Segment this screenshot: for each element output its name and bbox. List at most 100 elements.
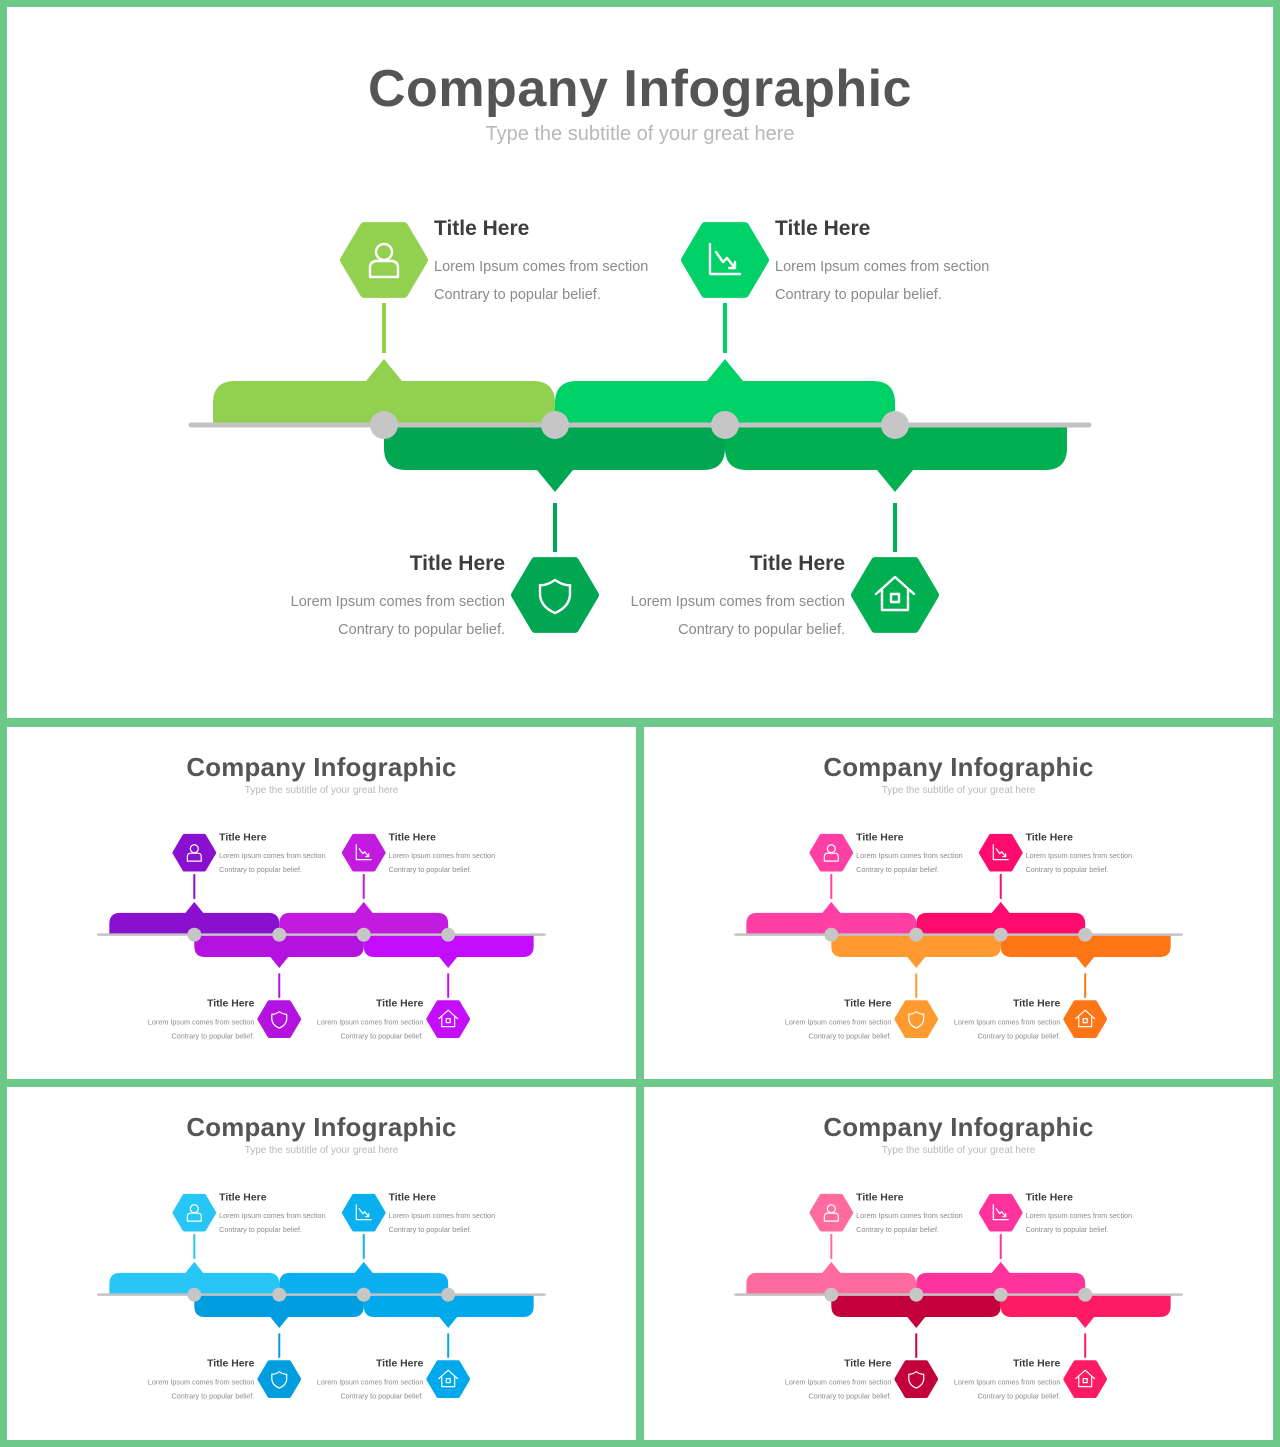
segment-1 — [213, 359, 555, 425]
timeline-node-1 — [187, 927, 202, 942]
home-icon — [426, 1360, 471, 1398]
timeline-node-3 — [993, 927, 1008, 942]
segment-2 — [916, 1261, 1086, 1295]
item-desc-line1: Lorem Ipsum comes from section — [856, 852, 963, 861]
shield-icon — [257, 1000, 302, 1038]
home-icon — [426, 1000, 471, 1038]
user-icon — [809, 833, 854, 872]
segment-4 — [1000, 1294, 1171, 1328]
item-desc-line2: Contrary to popular belief. — [977, 1392, 1061, 1401]
item-desc-line1: Lorem Ipsum comes from section — [316, 1378, 424, 1387]
item-desc-line2: Contrary to popular belief. — [219, 866, 303, 875]
item-desc-line1: Lorem Ipsum comes from section — [290, 594, 505, 610]
item-desc-line2: Contrary to popular belief. — [338, 622, 505, 638]
item-title: Title Here — [219, 1191, 267, 1203]
slide-title: Company Infographic — [823, 753, 1094, 783]
timeline-node-1 — [187, 1287, 202, 1302]
timeline-diagram — [188, 222, 1092, 633]
home-icon — [1063, 1360, 1108, 1398]
segment-1 — [109, 901, 280, 935]
segment-4 — [363, 1294, 534, 1328]
item-title: Title Here — [434, 217, 530, 240]
item-desc-line2: Contrary to popular belief. — [977, 1032, 1061, 1041]
segment-2 — [279, 901, 449, 935]
item-desc-line1: Lorem Ipsum comes from section — [784, 1018, 892, 1027]
segment-3 — [194, 1294, 364, 1328]
segment-4 — [725, 425, 1067, 492]
item-desc-line1: Lorem Ipsum comes from section — [1025, 852, 1133, 861]
item-desc-line1: Lorem Ipsum comes from section — [953, 1018, 1061, 1027]
item-desc-line1: Lorem Ipsum comes from section — [953, 1378, 1061, 1387]
item-title: Title Here — [1025, 831, 1073, 843]
chart-down-icon — [978, 1193, 1023, 1232]
timeline-node-4 — [1078, 927, 1093, 942]
segment-3 — [194, 934, 364, 968]
item-title: Title Here — [775, 217, 871, 240]
item-title: Title Here — [219, 831, 267, 843]
timeline-node-1 — [370, 411, 398, 439]
item-desc-line1: Lorem Ipsum comes from section — [1025, 1212, 1133, 1221]
segment-4 — [363, 934, 534, 968]
item-desc-line1: Lorem Ipsum comes from section — [219, 1212, 326, 1221]
timeline-node-2 — [909, 927, 924, 942]
item-title: Title Here — [844, 997, 892, 1010]
timeline-node-1 — [824, 927, 839, 942]
item-desc-line2: Contrary to popular belief. — [388, 866, 472, 875]
item-desc-line1: Lorem Ipsum comes from section — [388, 852, 496, 861]
item-desc-line2: Contrary to popular belief. — [1025, 866, 1109, 875]
chart-down-icon — [341, 1193, 386, 1232]
timeline-node-2 — [909, 1287, 924, 1302]
item-desc-line2: Contrary to popular belief. — [1025, 1226, 1109, 1235]
home-icon — [851, 557, 939, 633]
item-desc-line1: Lorem Ipsum comes from section — [147, 1018, 255, 1027]
user-icon — [172, 833, 217, 872]
item-title: Title Here — [409, 552, 505, 575]
shield-icon — [511, 557, 599, 633]
segment-4 — [1000, 934, 1171, 968]
timeline-node-3 — [711, 411, 739, 439]
item-desc-line1: Lorem Ipsum comes from section — [388, 1212, 496, 1221]
item-desc-line1: Lorem Ipsum comes from section — [316, 1018, 424, 1027]
item-desc-line2: Contrary to popular belief. — [434, 287, 601, 303]
item-desc-line2: Contrary to popular belief. — [678, 622, 845, 638]
timeline-node-4 — [881, 411, 909, 439]
slide-subtitle: Type the subtitle of your great here — [244, 784, 399, 796]
timeline-node-2 — [541, 411, 569, 439]
item-desc-line1: Lorem Ipsum comes from section — [775, 259, 990, 275]
item-title: Title Here — [1025, 1191, 1073, 1203]
segment-2 — [916, 901, 1086, 935]
item-desc-line2: Contrary to popular belief. — [219, 1226, 303, 1235]
item-desc-line1: Lorem Ipsum comes from section — [630, 594, 845, 610]
item-title: Title Here — [375, 997, 424, 1010]
timeline-node-4 — [441, 1287, 456, 1302]
segment-3 — [831, 934, 1001, 968]
timeline-node-1 — [824, 1287, 839, 1302]
slide-subtitle: Type the subtitle of your great here — [485, 123, 795, 145]
shield-icon — [257, 1360, 302, 1398]
item-title: Title Here — [388, 1191, 436, 1203]
shield-icon — [894, 1360, 939, 1398]
item-title: Title Here — [207, 1357, 255, 1370]
item-title: Title Here — [375, 1357, 424, 1370]
slide-subtitle: Type the subtitle of your great here — [881, 784, 1036, 796]
slide-title: Company Infographic — [368, 60, 912, 118]
segment-2 — [555, 359, 895, 425]
chart-down-icon — [341, 833, 386, 872]
